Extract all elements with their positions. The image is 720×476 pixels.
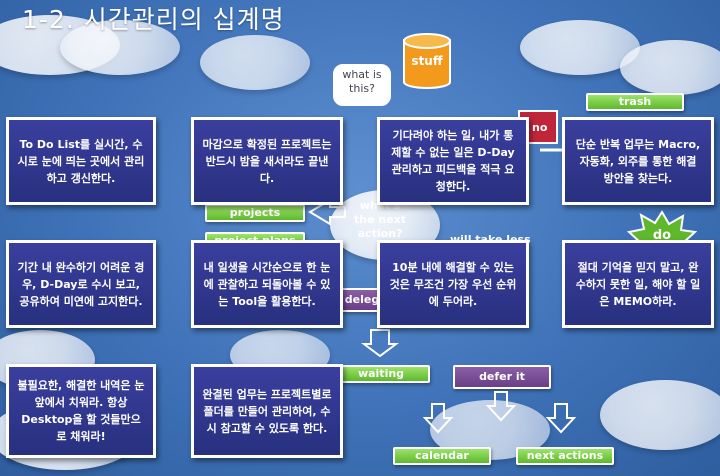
next-actions-bar: next actions — [516, 447, 614, 465]
stuff-label: stuff — [411, 54, 443, 68]
stuff-cylinder-shape — [403, 33, 451, 89]
rule-card-1: To Do List를 실시간, 수시로 눈에 띄는 곳에서 관리하고 갱신한다… — [6, 117, 156, 205]
rule-card-6: 내 일생을 시간순으로 한 눈에 관찰하고 되돌아볼 수 있는 Tool을 활용… — [191, 240, 343, 328]
rule-card-8: 절대 기억을 믿지 말고, 완수하지 못한 일, 해야 할 일은 MEMO하라. — [562, 240, 714, 328]
cloud-decoration — [620, 40, 720, 95]
do-label: do — [652, 228, 672, 243]
rule-card-9: 불필요한, 해결한 내역은 눈 앞에서 치워라. 항상 Desktop을 할 것… — [6, 364, 156, 458]
stuff-cylinder: stuff — [402, 32, 452, 90]
projects-bar: projects — [205, 204, 305, 222]
down-arrow-icon — [422, 403, 454, 434]
down-arrow-icon — [361, 329, 399, 358]
cloud-decoration — [200, 35, 310, 90]
cloud-decoration — [60, 20, 180, 75]
rule-card-3: 기다려야 하는 일, 내가 통제할 수 없는 일은 D-Day 관리하고 피드백… — [377, 117, 529, 205]
down-arrow-icon — [545, 403, 577, 434]
rule-card-4: 단순 반복 업무는 Macro, 자동화, 외주를 통한 해결 방안을 찾는다. — [562, 117, 714, 205]
rule-card-5: 기간 내 완수하기 어려운 경우, D-Day로 수시 보고, 공유하여 미연에… — [6, 240, 156, 328]
no-label: no — [532, 121, 548, 134]
cloud-decoration — [600, 380, 720, 450]
down-arrow-icon — [485, 391, 517, 422]
defer-it-bar: defer it — [453, 365, 551, 389]
trash-bar: trash — [586, 93, 684, 111]
slide-title: 1-2. 시간관리의 십계명 — [22, 5, 285, 34]
rule-card-7: 10분 내에 해결할 수 있는 것은 무조건 가장 우선 순위에 두어라. — [377, 240, 529, 328]
calendar-bar: calendar — [393, 447, 491, 465]
rule-card-2: 마감으로 확정된 프로젝트는 반드시 밤을 새서라도 끝낸다. — [191, 117, 343, 205]
what-is-this-bubble: what is this? — [333, 64, 391, 106]
rule-card-10: 완결된 업무는 프로젝트별로 폴더를 만들어 관리하여, 수시 참고할 수 있도… — [191, 364, 343, 458]
delegate-bar: deleg — [340, 288, 384, 312]
